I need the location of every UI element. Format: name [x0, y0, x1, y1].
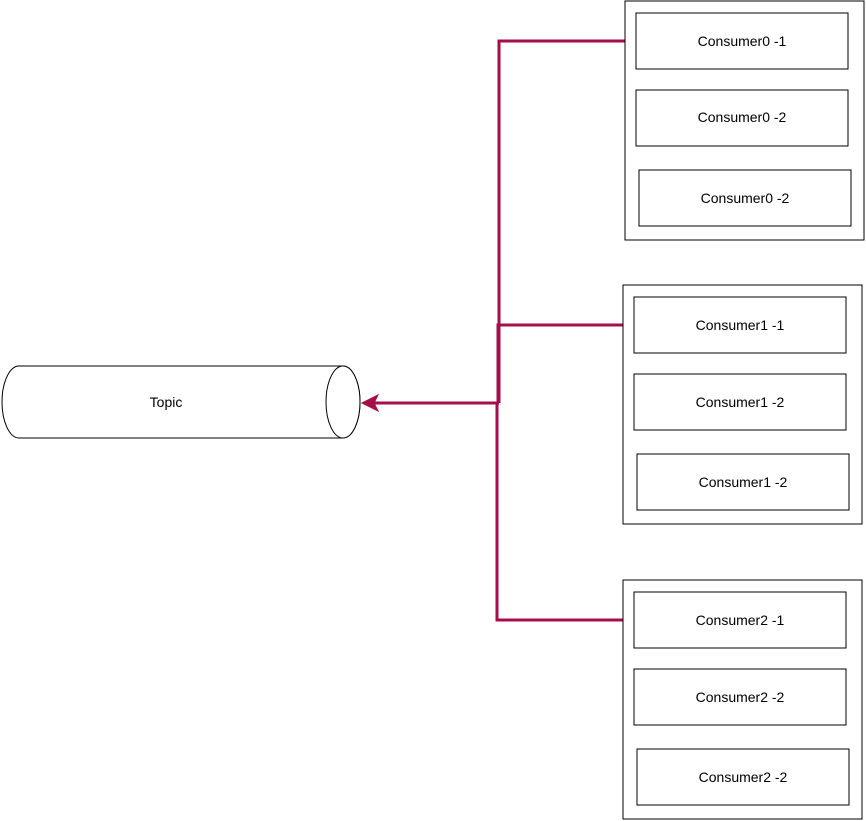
consumer-node[interactable]: Consumer1 -2	[633, 373, 847, 431]
consumer-box	[633, 296, 847, 354]
connector-group-2	[495, 403, 634, 622]
consumer-box	[633, 668, 847, 726]
consumer-node[interactable]: Consumer2 -1	[633, 591, 847, 649]
connector-group-0	[497, 39, 636, 403]
consumer-label: Consumer1 -2	[699, 474, 788, 490]
consumer-group-1: Consumer1 -1 Consumer1 -2 Consumer1 -2	[622, 284, 863, 525]
consumer-box	[633, 373, 847, 431]
consumer-group-2: Consumer2 -1 Consumer2 -2 Consumer2 -2	[622, 579, 863, 820]
consumer-node[interactable]: Consumer0 -1	[635, 12, 849, 70]
topic-node[interactable]: Topic	[1, 365, 361, 439]
consumer-label: Consumer0 -2	[698, 109, 787, 125]
consumer-label: Consumer0 -2	[701, 190, 790, 206]
consumer-box	[636, 453, 850, 511]
topic-label: Topic	[150, 394, 183, 410]
consumer-label: Consumer2 -2	[696, 689, 785, 705]
consumer-label: Consumer1 -1	[696, 317, 785, 333]
consumer-node[interactable]: Consumer1 -1	[633, 296, 847, 354]
connector-group-1	[496, 323, 634, 403]
consumer-label: Consumer1 -2	[696, 394, 785, 410]
consumer-node[interactable]: Consumer0 -2	[638, 169, 852, 227]
consumer-label: Consumer0 -1	[698, 33, 787, 49]
consumer-node[interactable]: Consumer2 -2	[636, 748, 850, 806]
consumer-group-0: Consumer0 -1 Consumer0 -2 Consumer0 -2	[624, 0, 865, 241]
consumer-label: Consumer2 -1	[696, 612, 785, 628]
consumer-box	[638, 169, 852, 227]
consumer-box	[635, 89, 849, 147]
consumer-box	[633, 591, 847, 649]
arrowhead-icon	[360, 393, 380, 413]
topic-cylinder-end	[325, 365, 361, 439]
consumer-node[interactable]: Consumer2 -2	[633, 668, 847, 726]
connectors	[374, 39, 636, 622]
consumer-label: Consumer2 -2	[699, 769, 788, 785]
consumer-node[interactable]: Consumer1 -2	[636, 453, 850, 511]
consumer-node[interactable]: Consumer0 -2	[635, 89, 849, 147]
consumer-box	[636, 748, 850, 806]
consumer-box	[635, 12, 849, 70]
